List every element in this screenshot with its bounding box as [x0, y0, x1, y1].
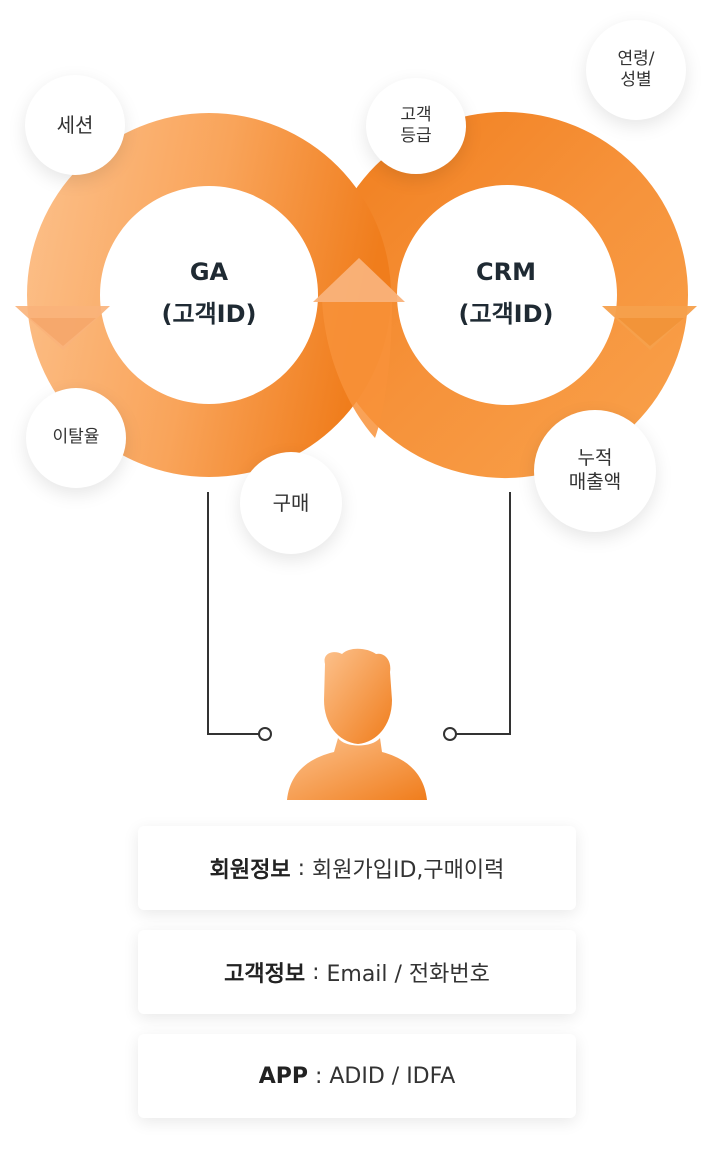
bubble-session: 세션 [25, 75, 125, 175]
ring-arrow-chevrons [15, 258, 697, 350]
bubble-customer-grade: 고객 등급 [366, 78, 466, 174]
info-key: 고객정보 [224, 962, 306, 987]
diagram-graphics [15, 111, 697, 800]
user-silhouette-icon [287, 648, 427, 800]
info-value: ADID / IDFA [329, 1063, 456, 1089]
info-separator: : [305, 959, 327, 985]
ga-label-title: GA [189, 258, 229, 286]
info-value: 회원가입ID,구매이력 [312, 858, 505, 883]
bubble-cumulative-sales: 누적 매출액 [534, 410, 656, 532]
info-box-app: APP : ADID / IDFA [138, 1034, 576, 1118]
info-separator: : [307, 1063, 330, 1089]
ga-left-chevron-shade [30, 318, 96, 346]
info-box-member: 회원정보 : 회원가입ID,구매이력 [138, 826, 576, 910]
ga-connector-node [258, 727, 272, 741]
info-value: Email / 전화번호 [326, 962, 490, 987]
bubble-purchase: 구매 [240, 452, 342, 554]
bubble-churn-rate: 이탈율 [26, 388, 126, 488]
crm-ring [321, 111, 688, 479]
ring-overlap [322, 300, 392, 438]
bubble-age-gender: 연령/ 성별 [586, 20, 686, 120]
info-box-customer: 고객정보 : Email / 전화번호 [138, 930, 576, 1014]
crm-label: CRM (고객ID) [406, 251, 606, 335]
center-up-chevron-icon [313, 258, 405, 302]
ga-crm-diagram: GA (고객ID) CRM (고객ID) 세션 고객 등급 연령/ 성별 이탈율… [15, 20, 697, 800]
connector-lines [207, 492, 511, 741]
crm-connector-line [456, 492, 511, 735]
ga-connector-line [207, 492, 259, 735]
crm-right-chevron-shade [618, 318, 684, 346]
info-separator: : [290, 855, 313, 881]
crm-connector-node [443, 727, 457, 741]
info-key: 회원정보 [209, 858, 291, 883]
info-key: APP [258, 1063, 308, 1089]
crm-label-subtitle: (고객ID) [458, 300, 554, 328]
ga-ring [27, 113, 391, 477]
ga-label-subtitle: (고객ID) [161, 300, 257, 328]
crm-label-title: CRM [476, 258, 536, 286]
ga-label: GA (고객ID) [109, 251, 309, 335]
